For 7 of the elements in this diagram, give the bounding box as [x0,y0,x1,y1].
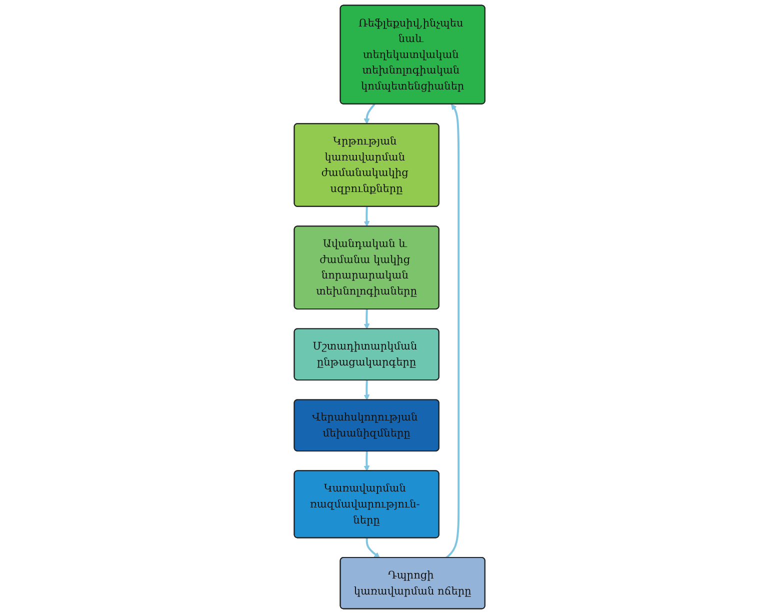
arrow [364,104,376,124]
arrow [446,104,460,559]
arrow [364,451,370,472]
arrow [364,309,370,330]
arrow [366,538,380,558]
arrow [364,206,370,227]
arrow [364,380,370,400]
